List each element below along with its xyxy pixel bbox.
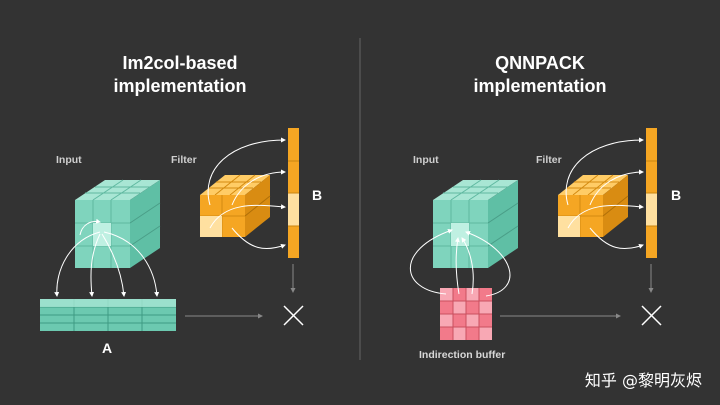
left-matrix-a	[40, 299, 176, 331]
left-matrix-a-label: A	[102, 340, 113, 356]
right-filter-label: Filter	[536, 154, 562, 166]
left-filter-arrows	[207, 137, 286, 250]
indirection-buffer-label: Indirection buffer	[419, 349, 506, 361]
right-matrix-b	[646, 128, 657, 258]
right-title-line1: QNNPACK	[495, 53, 585, 73]
left-title-line2: implementation	[113, 76, 247, 96]
right-matrix-b-label: B	[671, 187, 682, 203]
left-im2col-arrows	[54, 218, 160, 297]
left-title: Im2col-based implementation	[50, 52, 310, 98]
right-input-label: Input	[413, 154, 439, 166]
right-filter-arrows	[565, 137, 644, 250]
right-multiply	[500, 264, 662, 326]
indirection-buffer	[440, 288, 492, 340]
right-filter-cube	[558, 174, 629, 237]
left-title-line1: Im2col-based	[122, 53, 238, 73]
left-matrix-b	[288, 128, 299, 258]
right-input-cube	[433, 179, 519, 268]
left-filter-cube	[200, 174, 271, 237]
left-filter-label: Filter	[171, 154, 197, 166]
right-title: QNNPACK implementation	[410, 52, 670, 98]
watermark: 知乎 @黎明灰烬	[584, 371, 702, 390]
left-matrix-b-label: B	[312, 187, 323, 203]
left-input-label: Input	[56, 154, 82, 166]
right-title-line2: implementation	[473, 76, 607, 96]
left-multiply	[185, 264, 304, 326]
right-indirection-arrows	[410, 228, 511, 297]
